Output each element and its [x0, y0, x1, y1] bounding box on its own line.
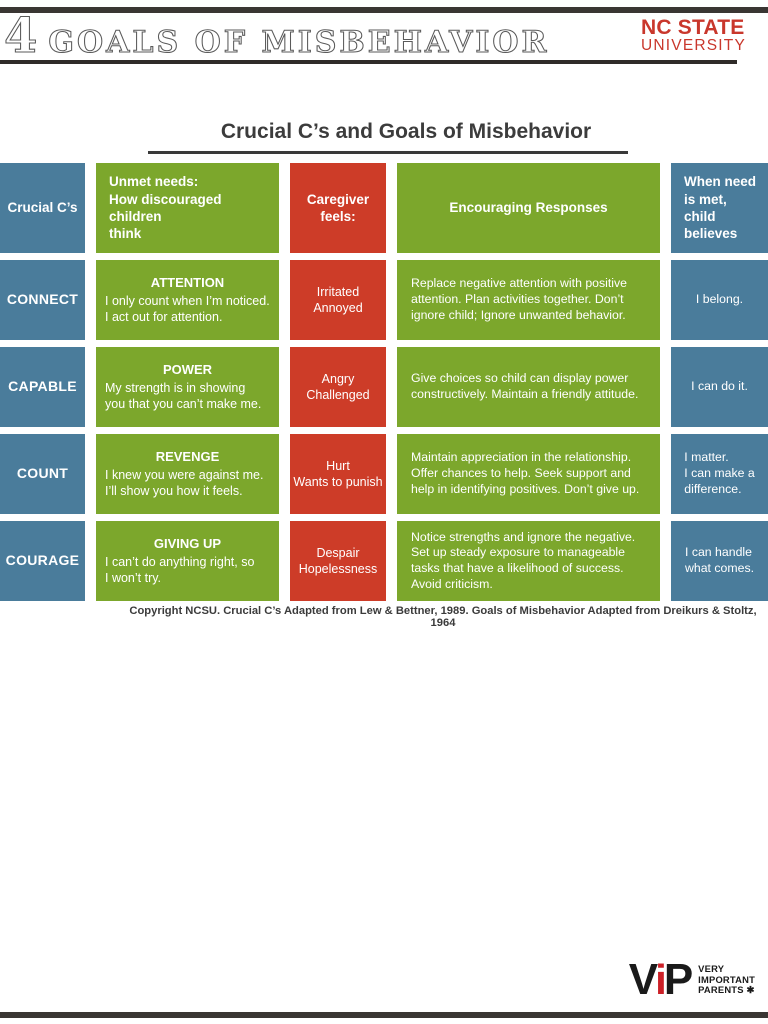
ncstate-logo-line2: UNIVERSITY	[640, 37, 746, 55]
page-title: 4 GOALS OF MISBEHAVIOR	[3, 8, 550, 64]
vip-word-parents: PARENTS ✱	[698, 984, 755, 996]
vip-letter-p: P	[663, 955, 693, 1004]
page-title-number: 4	[3, 8, 41, 64]
row-connect-encouraging-responses: Replace negative attention with positive…	[397, 260, 660, 340]
goal-title: GIVING UP	[153, 535, 222, 551]
ncstate-logo-line1: NC STATE	[640, 16, 745, 39]
row-capable-encouraging-responses: Give choices so child can display power …	[397, 347, 660, 427]
vip-letter-i: i	[655, 956, 667, 1003]
copyright-line: Copyright NCSU. Crucial C’s Adapted from…	[129, 605, 757, 629]
row-connect-caregiver-feels: Irritated Annoyed	[290, 260, 386, 340]
row-connect-label: CONNECT	[0, 260, 85, 340]
vip-very-important-parents-logo: V i P VERY IMPORTANT PARENTS ✱	[628, 955, 755, 1004]
row-courage-caregiver-feels: Despair Hopelessness	[290, 521, 386, 601]
vip-word-very: VERY	[698, 963, 725, 974]
row-connect-belief: I belong.	[671, 260, 768, 340]
row-capable-belief: I can do it.	[671, 347, 768, 427]
row-count-caregiver-feels: Hurt Wants to punish	[290, 434, 386, 514]
child-thinking-text: I knew you were against me. I’ll show yo…	[105, 468, 264, 499]
row-courage-unmet-needs: GIVING UP I can’t do anything right, so …	[96, 521, 279, 601]
vip-word-important: IMPORTANT	[698, 973, 755, 985]
column-header-unmet-needs: Unmet needs: How discouraged children th…	[96, 163, 279, 253]
ncstate-university-logo: NC STATE UNIVERSITY	[641, 17, 746, 54]
top-accent-bar	[0, 7, 768, 13]
row-courage-encouraging-responses: Notice strengths and ignore the negative…	[397, 521, 660, 601]
header-divider-rule	[0, 60, 737, 64]
crucial-cs-table: Crucial C’s Unmet needs: How discouraged…	[0, 163, 768, 601]
column-header-child-believes: When need is met, child believes	[671, 163, 768, 253]
belief-text: I can do it.	[691, 379, 748, 394]
row-courage-belief: I can handle what comes.	[671, 521, 768, 601]
goal-title: ATTENTION	[150, 274, 225, 290]
column-header-encouraging-responses: Encouraging Responses	[397, 163, 660, 253]
row-courage-label: COURAGE	[0, 521, 85, 601]
row-count-encouraging-responses: Maintain appreciation in the relationshi…	[397, 434, 660, 514]
table-title: Crucial C’s and Goals of Misbehavior	[220, 120, 592, 143]
child-thinking-text: My strength is in showing you that you c…	[105, 381, 262, 412]
goal-title: POWER	[162, 361, 213, 377]
row-capable-label: CAPABLE	[0, 347, 85, 427]
bottom-accent-bar	[0, 1012, 768, 1018]
row-count-unmet-needs: REVENGE I knew you were against me. I’ll…	[96, 434, 279, 514]
table-title-underline	[148, 151, 628, 154]
belief-text: I belong.	[695, 292, 744, 307]
row-capable-unmet-needs: POWER My strength is in showing you that…	[96, 347, 279, 427]
vip-letter-v: V	[628, 955, 658, 1004]
vip-acronym: V i P	[628, 955, 693, 1004]
row-count-belief: I matter. I can make a difference.	[671, 434, 768, 514]
column-header-caregiver-feels: Caregiver feels:	[290, 163, 386, 253]
belief-text: I can handle what comes.	[684, 545, 755, 575]
goal-title: REVENGE	[155, 448, 220, 464]
row-capable-caregiver-feels: Angry Challenged	[290, 347, 386, 427]
page-title-words: GOALS OF MISBEHAVIOR	[48, 25, 550, 60]
child-thinking-text: I only count when I’m noticed. I act out…	[105, 294, 270, 325]
row-connect-unmet-needs: ATTENTION I only count when I’m noticed.…	[96, 260, 279, 340]
child-thinking-text: I can’t do anything right, so I won’t tr…	[105, 555, 255, 586]
row-count-label: COUNT	[0, 434, 85, 514]
vip-wordmark: VERY IMPORTANT PARENTS ✱	[698, 963, 755, 996]
belief-text: I matter. I can make a difference.	[684, 450, 755, 496]
column-header-crucial-cs: Crucial C’s	[0, 163, 85, 253]
